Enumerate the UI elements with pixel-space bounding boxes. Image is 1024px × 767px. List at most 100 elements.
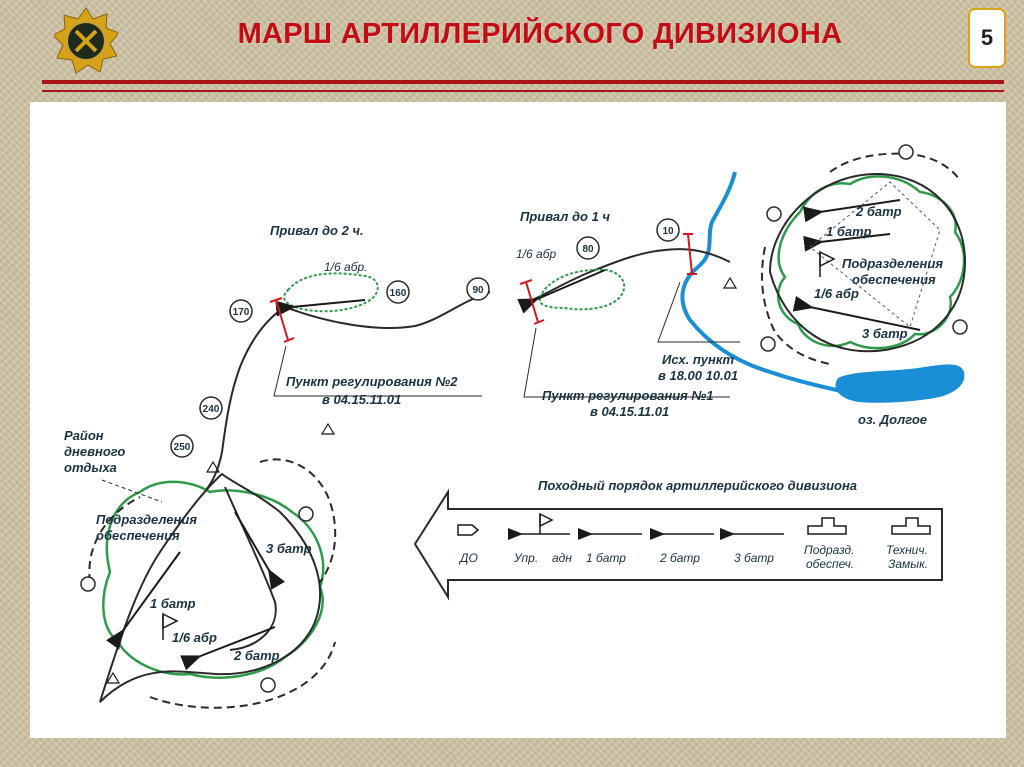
waypoint-circle-icon <box>898 144 914 160</box>
march-item-support-2: обеспеч. <box>806 557 854 571</box>
svg-text:240: 240 <box>203 404 220 415</box>
label-1batr-start: 1 батр <box>826 224 872 239</box>
arrow-3batr-rest <box>234 511 285 590</box>
label-halt-1h-unit: 1/6 абр <box>516 247 556 261</box>
triangle-marker-icon <box>205 460 221 473</box>
label-rest-area-2: дневного <box>64 444 125 459</box>
svg-text:170: 170 <box>233 307 250 318</box>
label-3batr-rest: 3 батр <box>266 541 312 556</box>
march-diagram: 2 батр 1 батр Подразделения обеспечения … <box>64 144 968 709</box>
march-item-rear: Замык. <box>888 557 928 571</box>
march-item-do: ДО <box>458 551 478 565</box>
flag-icon <box>819 250 836 277</box>
arrow-3batr-start <box>792 295 921 331</box>
label-regulation-2-time: в 04.15.11.01 <box>322 392 401 407</box>
flag-icon <box>539 512 554 534</box>
svg-text:250: 250 <box>174 442 191 453</box>
march-item-support-1: Подразд. <box>804 543 855 557</box>
dashed-route-rest-outer <box>88 496 141 583</box>
waypoint-circle-icon: 250 <box>170 434 194 458</box>
header-rule-thin <box>42 90 1004 92</box>
march-item-2batr: 2 батр <box>659 551 700 565</box>
regulation-point-2-marker <box>269 297 295 343</box>
label-support-rest-1: Подразделения <box>96 512 197 527</box>
route-rest-area-outer <box>99 472 322 703</box>
waypoint-circle-icon: 160 <box>386 280 410 304</box>
page-title: МАРШ АРТИЛЛЕРИЙСКОГО ДИВИЗИОНА <box>237 18 843 50</box>
label-unit-start: 1/6 абр <box>814 286 859 301</box>
woods-halt-1 <box>538 268 625 311</box>
march-item-1batr: 1 батр <box>586 551 626 565</box>
arrow-1batr <box>803 233 891 252</box>
dashed-route-rest-right <box>259 458 337 583</box>
waypoint-circle-icon <box>952 319 968 335</box>
label-support-start-1: Подразделения <box>842 256 943 271</box>
waypoint-circle-icon <box>760 336 776 352</box>
svg-text:90: 90 <box>472 285 484 296</box>
waypoint-circle-icon: 80 <box>576 236 600 260</box>
waypoint-circle-icon: 90 <box>466 277 490 301</box>
column-element-do <box>457 524 480 536</box>
arrow-halt-2 <box>275 299 366 317</box>
march-item-tech: Технич. <box>886 543 928 557</box>
arrow-halt-1 <box>517 269 606 314</box>
woods-start-area <box>776 175 966 350</box>
label-2batr-start: 2 батр <box>855 204 902 219</box>
river <box>680 171 846 394</box>
triangle-marker-icon <box>105 671 121 684</box>
label-halt-2h: Привал до 2 ч. <box>270 223 364 238</box>
flag-icon <box>162 612 179 640</box>
dashed-column-box <box>809 181 941 328</box>
regulation-point-1-marker <box>519 279 545 325</box>
label-rest-area-3: отдыха <box>64 460 117 475</box>
svg-text:160: 160 <box>390 288 407 299</box>
label-regulation-2: Пункт регулирования №2 <box>286 374 458 389</box>
triangle-marker-icon <box>320 422 336 435</box>
waypoint-circle-icon <box>766 206 782 222</box>
label-1batr-rest: 1 батр <box>150 596 196 611</box>
label-rest-area-1: Район <box>64 428 104 443</box>
label-unit-rest: 1/6 абр <box>172 630 217 645</box>
leader-regulation-2 <box>273 345 482 397</box>
label-support-start-2: обеспечения <box>852 272 936 287</box>
label-lake: оз. Долгое <box>858 412 927 427</box>
svg-text:10: 10 <box>662 226 674 237</box>
march-item-adn: адн <box>552 551 572 565</box>
march-item-3batr: 3 батр <box>734 551 774 565</box>
dashed-route-rest-bottom <box>149 641 336 709</box>
waypoint-circle-icon <box>80 576 96 592</box>
triangle-marker-icon <box>722 276 738 289</box>
svg-text:80: 80 <box>582 244 594 255</box>
route-start-area <box>768 172 967 353</box>
waypoint-circle-icon <box>298 506 314 522</box>
label-regulation-1: Пункт регулирования №1 <box>542 388 714 403</box>
waypoint-circle-icon <box>260 677 276 693</box>
march-route-mid <box>284 291 491 329</box>
march-order-arrow <box>413 488 943 601</box>
waypoint-circle-icon: 10 <box>656 218 680 242</box>
arrow-1batr-rest <box>106 551 181 650</box>
column-element-support <box>807 517 847 535</box>
arrow-2batr <box>802 199 901 223</box>
diagram-panel: 2 батр 1 батр Подразделения обеспечения … <box>30 102 1006 738</box>
march-route <box>531 248 731 301</box>
label-2batr-rest: 2 батр <box>233 648 280 663</box>
waypoint-circle-icon: 240 <box>199 396 223 420</box>
start-point-marker <box>683 233 697 275</box>
leader-regulation-1 <box>523 327 730 398</box>
dashed-route-start-left <box>761 246 831 365</box>
arrow-2batr-rest <box>180 626 276 671</box>
column-element-rear <box>891 517 931 535</box>
march-route-west <box>205 306 286 491</box>
label-halt-2h-unit: 1/6 абр. <box>324 260 367 274</box>
label-3batr-start: 3 батр <box>862 326 908 341</box>
lake <box>835 364 965 403</box>
label-regulation-1-time: в 04.15.11.01 <box>590 404 669 419</box>
leader-start-point <box>657 281 740 343</box>
army-emblem-icon <box>52 6 120 76</box>
march-item-upr: Упр. <box>513 551 538 565</box>
label-halt-1h: Привал до 1 ч <box>520 209 610 224</box>
label-start-point: Исх. пункт <box>662 352 734 367</box>
label-support-rest-2: обеспечения <box>96 528 180 543</box>
header-rule-thick <box>42 80 1004 84</box>
